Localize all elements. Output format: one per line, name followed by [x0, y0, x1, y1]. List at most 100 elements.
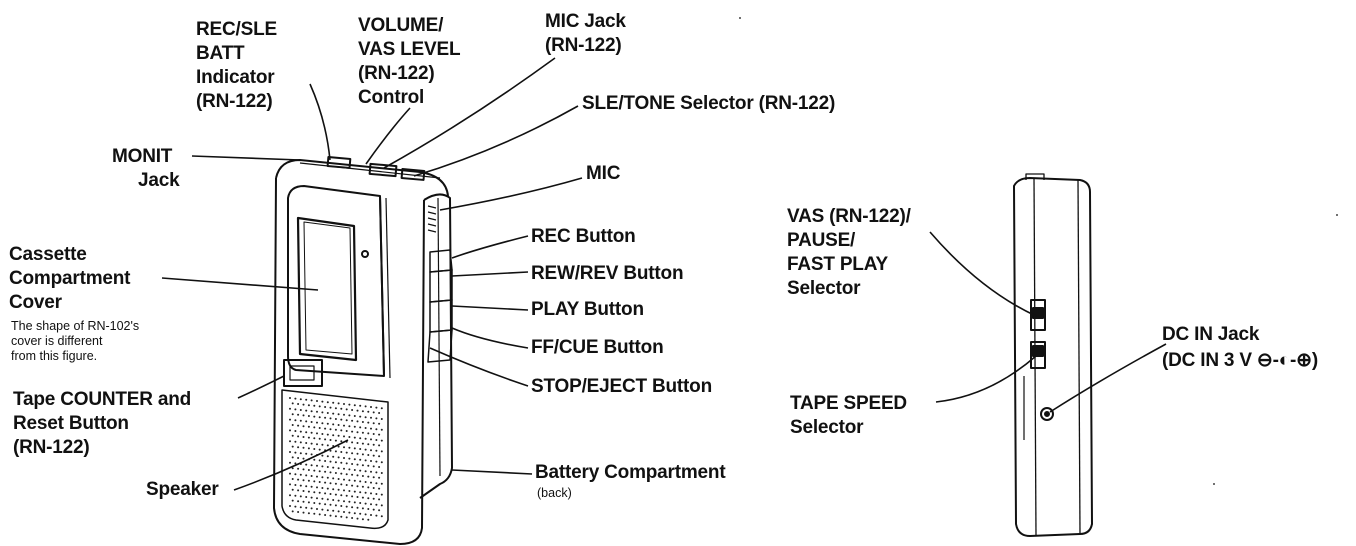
grille-dot	[361, 464, 364, 467]
grille-dot	[367, 497, 370, 500]
grille-dot	[297, 511, 300, 513]
grille-dot	[375, 503, 378, 506]
grille-dot	[372, 476, 375, 479]
grille-dot	[289, 461, 291, 464]
grille-dot	[353, 501, 356, 504]
grille-dot	[375, 482, 378, 485]
grille-dot	[307, 501, 310, 504]
grille-dot	[316, 421, 318, 424]
grille-dot	[324, 460, 327, 462]
grille-dot	[367, 410, 370, 413]
grille-dot	[367, 508, 370, 510]
mic-jack-label: MIC Jack (RN-122)	[545, 10, 626, 58]
grille-dot	[345, 484, 348, 486]
grille-dot	[364, 491, 367, 494]
monit-jack-label: MONIT Jack	[112, 145, 180, 193]
grille-dot	[307, 479, 310, 482]
label-line: Selector	[787, 278, 861, 299]
grille-dot	[340, 429, 343, 432]
grille-dot	[372, 454, 375, 457]
grille-dot	[380, 450, 383, 453]
grille-dot	[375, 493, 378, 495]
grille-dot	[351, 495, 354, 498]
battery-compartment-note: (back)	[537, 486, 572, 500]
grille-dot	[294, 451, 297, 454]
grille-dot	[356, 474, 359, 477]
grille-dot	[318, 513, 321, 516]
grille-dot	[297, 467, 300, 470]
grille-dot	[299, 506, 302, 509]
grille-dot	[289, 472, 291, 475]
grille-dot	[324, 514, 327, 516]
grille-dot	[340, 451, 343, 453]
grille-dot	[353, 447, 356, 450]
grille-dot	[329, 449, 332, 452]
grille-dot	[356, 431, 359, 434]
grille-dot	[289, 397, 291, 399]
grille-dot	[343, 500, 345, 503]
grille-dot	[294, 440, 297, 443]
grille-dot	[334, 472, 337, 474]
grille-dot	[353, 436, 356, 439]
grille-dot	[356, 463, 359, 466]
label-line: Compartment	[9, 268, 131, 289]
label-line: VAS LEVEL	[358, 39, 461, 60]
grille-dot	[353, 425, 356, 428]
grille-dot	[294, 473, 297, 476]
grille-dot	[307, 415, 310, 417]
grille-dot	[378, 444, 381, 447]
grille-dot	[348, 479, 351, 482]
label-line: Indicator	[196, 67, 275, 88]
grille-dot	[359, 469, 362, 472]
grille-dot	[378, 509, 381, 512]
grille-dot	[326, 476, 329, 479]
grille-dot	[380, 439, 383, 442]
grille-dot	[348, 490, 351, 492]
grille-dot	[372, 508, 375, 511]
grille-dot	[367, 421, 370, 424]
grille-dot	[289, 505, 291, 507]
note-line: The shape of RN-102's	[11, 319, 140, 333]
grille-dot	[318, 427, 321, 429]
grille-dot	[370, 416, 372, 419]
grille-dot	[329, 417, 332, 420]
grille-dot	[361, 496, 364, 499]
grille-dot	[291, 488, 294, 491]
grille-dot	[367, 443, 370, 446]
grille-dot	[375, 471, 378, 474]
grille-dot	[302, 436, 305, 438]
label-line: (RN-122)	[545, 35, 622, 56]
grille-dot	[302, 468, 305, 471]
grille-dot	[321, 433, 324, 435]
grille-dot	[289, 494, 291, 497]
grille-dot	[380, 472, 383, 474]
grille-dot	[297, 489, 300, 492]
label-line: Tape COUNTER and	[13, 389, 192, 410]
grille-dot	[364, 459, 367, 462]
grille-dot	[305, 496, 308, 498]
grille-dot	[289, 407, 291, 410]
grille-dot	[361, 453, 364, 456]
dc-in-spec-label: (DC IN 3 V ⊖-◐-⊕)	[1162, 350, 1319, 371]
battery-compartment-label: Battery Compartment	[535, 462, 726, 483]
grille-dot	[332, 466, 335, 469]
grille-dot	[337, 402, 340, 405]
grille-dot	[307, 490, 310, 493]
grille-dot	[307, 447, 310, 450]
grille-dot	[305, 452, 308, 455]
grille-dot	[353, 479, 356, 482]
grille-dot	[299, 430, 302, 433]
grille-dot	[345, 430, 348, 432]
grille-dot	[316, 475, 318, 478]
grille-dot	[297, 446, 300, 449]
grille-dot	[340, 483, 343, 486]
grille-dot	[326, 498, 329, 501]
grille-dot	[361, 485, 364, 488]
grille-dot	[343, 446, 345, 449]
grille-dot	[302, 511, 305, 514]
grille-dot	[370, 492, 372, 495]
grille-dot	[310, 442, 313, 445]
grille-dot	[321, 422, 324, 425]
grille-dot	[378, 487, 381, 490]
grille-dot	[361, 410, 364, 413]
